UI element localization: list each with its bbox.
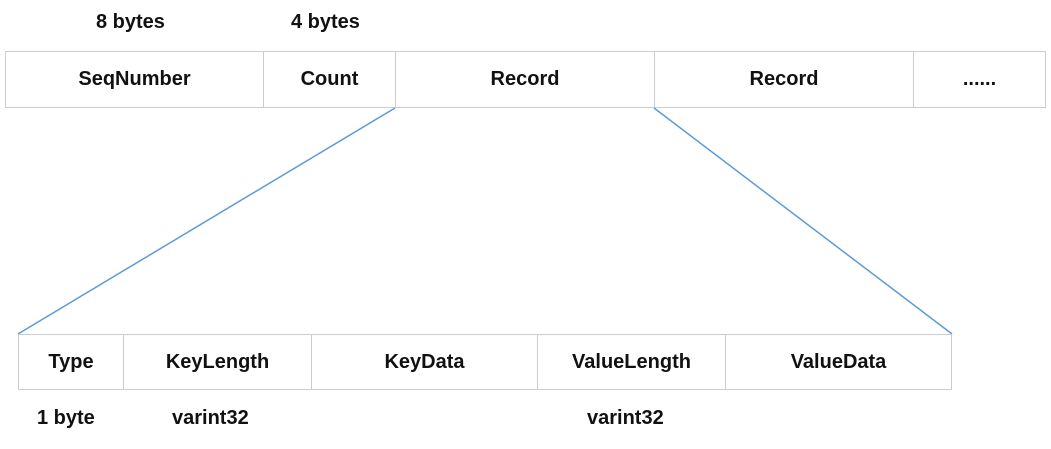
valuelength-size-label: varint32 <box>587 407 664 429</box>
record-field: Record <box>655 52 914 107</box>
valuelength-field: ValueLength <box>538 335 726 389</box>
connector-left-line <box>17 107 396 335</box>
count-size-label: 4 bytes <box>291 11 360 33</box>
type-field: Type <box>19 335 124 389</box>
keydata-field: KeyData <box>312 335 538 389</box>
connector-right-line <box>653 107 953 335</box>
batch-layout-row: SeqNumber Count Record Record ...... <box>5 51 1046 108</box>
keylength-size-label: varint32 <box>172 407 249 429</box>
count-field: Count <box>264 52 396 107</box>
seqnumber-field: SeqNumber <box>6 52 264 107</box>
record-layout-row: Type KeyLength KeyData ValueLength Value… <box>18 334 952 390</box>
seqnumber-size-label: 8 bytes <box>96 11 165 33</box>
keylength-field: KeyLength <box>124 335 312 389</box>
type-size-label: 1 byte <box>37 407 95 429</box>
record-field-expanded: Record <box>396 52 655 107</box>
valuedata-field: ValueData <box>790 350 887 373</box>
ellipsis-field: ...... <box>962 68 997 90</box>
